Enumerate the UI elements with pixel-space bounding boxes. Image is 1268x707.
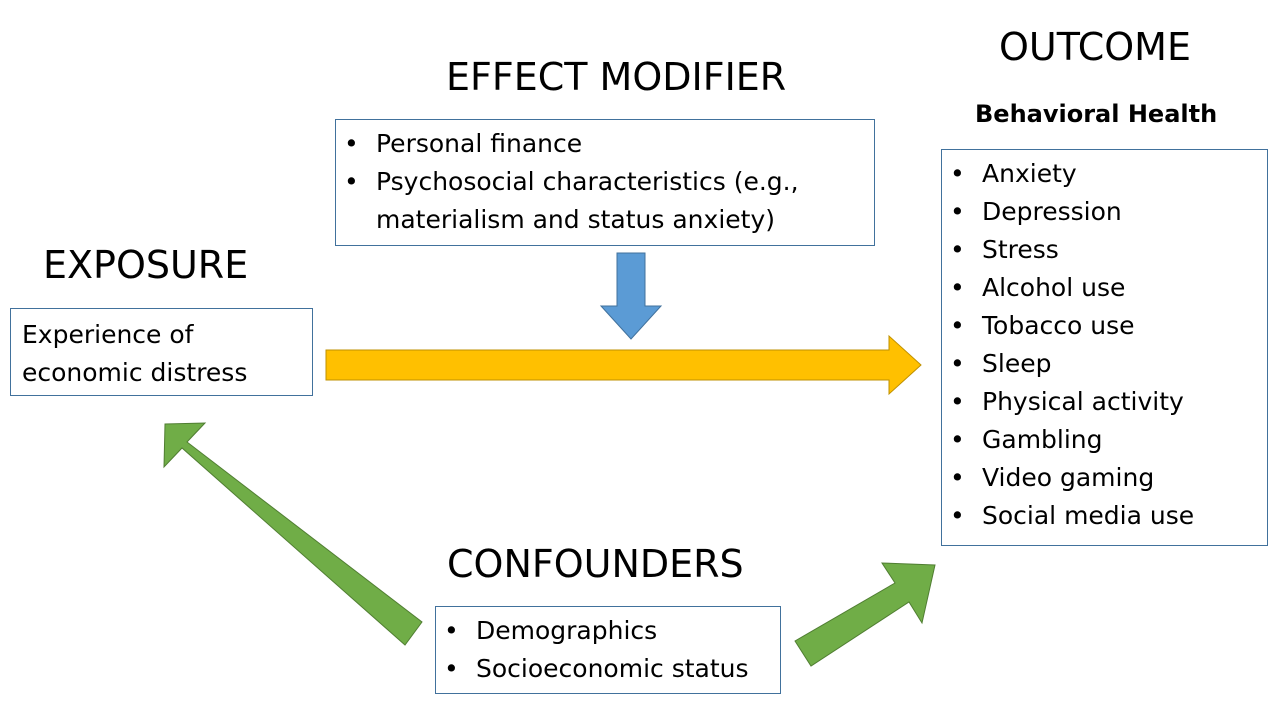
exposure-box: Experience of economic distress	[10, 308, 313, 396]
list-item: Psychosocial characteristics (e.g., mate…	[336, 163, 836, 239]
confounder-arrow-left	[163, 422, 423, 646]
outcome-list: Anxiety Depression Stress Alcohol use To…	[942, 155, 1267, 535]
list-item: Social media use	[942, 497, 1267, 535]
list-item: Sleep	[942, 345, 1267, 383]
effect-modifier-heading: EFFECT MODIFIER	[446, 55, 787, 99]
exposure-heading: EXPOSURE	[43, 243, 249, 287]
confounders-heading: CONFOUNDERS	[447, 542, 744, 586]
confounders-box: Demographics Socioeconomic status	[435, 606, 781, 694]
list-item: Depression	[942, 193, 1267, 231]
outcome-subheading: Behavioral Health	[975, 100, 1218, 128]
list-item: Gambling	[942, 421, 1267, 459]
effect-modifier-box: Personal finance Psychosocial characteri…	[335, 119, 875, 246]
list-item: Anxiety	[942, 155, 1267, 193]
list-item: Demographics	[436, 612, 780, 650]
effect-modifier-list: Personal finance Psychosocial characteri…	[336, 125, 836, 239]
list-item: Alcohol use	[942, 269, 1267, 307]
outcome-heading: OUTCOME	[999, 25, 1191, 69]
modifier-arrow	[599, 252, 663, 340]
confounders-list: Demographics Socioeconomic status	[436, 612, 780, 688]
outcome-box: Anxiety Depression Stress Alcohol use To…	[941, 149, 1268, 546]
list-item: Personal finance	[336, 125, 836, 163]
confounder-arrow-right	[794, 562, 936, 667]
main-arrow	[325, 334, 922, 396]
exposure-text: Experience of economic distress	[22, 320, 248, 387]
list-item: Stress	[942, 231, 1267, 269]
list-item: Video gaming	[942, 459, 1267, 497]
list-item: Tobacco use	[942, 307, 1267, 345]
list-item: Physical activity	[942, 383, 1267, 421]
list-item: Socioeconomic status	[436, 650, 780, 688]
